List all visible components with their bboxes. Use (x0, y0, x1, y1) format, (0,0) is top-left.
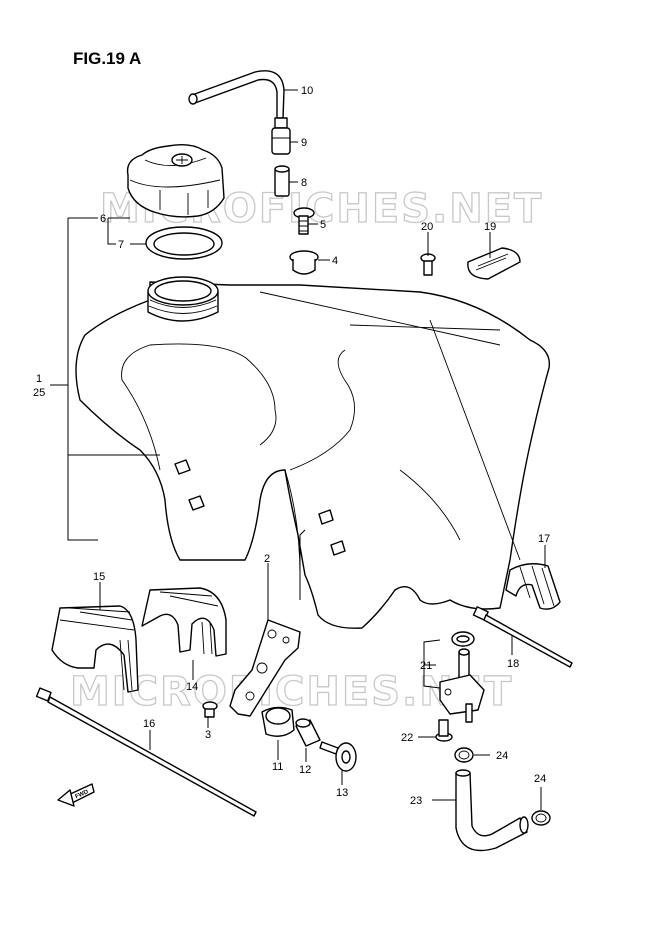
callout-23: 23 (410, 795, 422, 807)
fwd-label: FWD (75, 789, 91, 800)
bolt-22 (435, 719, 453, 742)
cushion-17 (505, 563, 561, 610)
figure-title: FIG.19 A (73, 49, 141, 68)
fuel-cap (126, 143, 225, 218)
callout-18: 18 (507, 658, 519, 670)
fuel-hose-23 (455, 769, 529, 852)
callout-16: 16 (143, 718, 155, 730)
callout-22: 22 (401, 732, 413, 744)
callout-12: 12 (299, 764, 311, 776)
callout-labels: 10 9 8 6 7 5 4 20 19 1 25 2 17 15 14 3 1… (33, 85, 550, 807)
callout-4: 4 (332, 255, 338, 267)
clamp-24b (531, 810, 551, 826)
bushing-11 (261, 706, 295, 737)
bracket-2 (229, 619, 301, 717)
callout-1: 1 (36, 373, 42, 385)
cushion-15 (51, 605, 139, 693)
hose-10 (188, 70, 285, 119)
callout-14: 14 (186, 681, 198, 693)
callout-5: 5 (320, 219, 326, 231)
callout-9: 9 (301, 137, 307, 149)
callout-11: 11 (272, 761, 283, 773)
tank-mount-tabs (174, 459, 346, 556)
callout-24-lower: 24 (534, 773, 546, 785)
fuel-cock-21 (439, 631, 485, 723)
filler-neck (147, 276, 219, 322)
fuel-tank (75, 281, 551, 629)
callout-17: 17 (538, 533, 550, 545)
fwd-arrow-icon: FWD (57, 783, 95, 807)
callout-2: 2 (264, 553, 270, 565)
leader-lines (50, 89, 546, 810)
bolt-20 (420, 253, 436, 276)
clamp-24a (454, 747, 474, 763)
callout-7: 7 (118, 239, 124, 251)
cushion-14 (141, 587, 227, 657)
collar-12 (295, 718, 321, 747)
callout-25: 25 (33, 387, 45, 399)
callout-3: 3 (205, 729, 211, 741)
callout-6: 6 (100, 213, 106, 225)
collar-4 (289, 250, 319, 275)
cable-tie-18 (472, 606, 573, 668)
gasket-7 (145, 226, 223, 260)
joint-9 (271, 117, 291, 155)
callout-19: 19 (484, 221, 496, 233)
cable-tie-16 (35, 687, 257, 817)
bolt-3 (202, 701, 218, 718)
callout-10: 10 (301, 85, 313, 97)
callout-8: 8 (301, 177, 307, 189)
cushion-19 (467, 247, 521, 280)
bolt-5 (293, 207, 315, 235)
bolt-13 (319, 741, 357, 772)
callout-13: 13 (336, 787, 348, 799)
watermark-bottom: MICROFICHES.NET (70, 669, 513, 715)
callout-24-upper: 24 (496, 750, 508, 762)
callout-21: 21 (420, 660, 432, 672)
callout-15: 15 (93, 571, 105, 583)
tube-8 (274, 165, 290, 197)
callout-20: 20 (421, 221, 433, 233)
